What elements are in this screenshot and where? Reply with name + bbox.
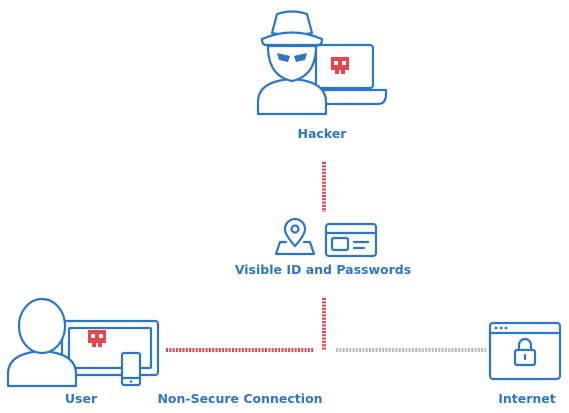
phone-icon <box>120 351 142 387</box>
connection-label: Non-Secure Connection <box>157 391 322 406</box>
user-label: User <box>65 391 98 406</box>
monitor-icon <box>60 319 160 377</box>
internet-node: Internet <box>488 321 562 406</box>
credentials-label: Visible ID and Passwords <box>235 262 411 277</box>
hacker-icon <box>256 10 328 116</box>
user-icon <box>6 297 78 388</box>
internet-label: Internet <box>498 391 556 406</box>
credentials-node: Visible ID and Passwords <box>235 217 411 277</box>
browser-window-icon <box>488 321 562 381</box>
user-node: User <box>6 297 160 406</box>
hacker-node: Hacker <box>256 10 388 141</box>
hacker-label: Hacker <box>298 126 348 141</box>
skull-icon <box>88 330 106 347</box>
lock-icon <box>513 337 537 367</box>
skull-icon <box>331 57 349 74</box>
id-card-icon <box>324 222 378 258</box>
location-pin-icon <box>274 217 316 256</box>
